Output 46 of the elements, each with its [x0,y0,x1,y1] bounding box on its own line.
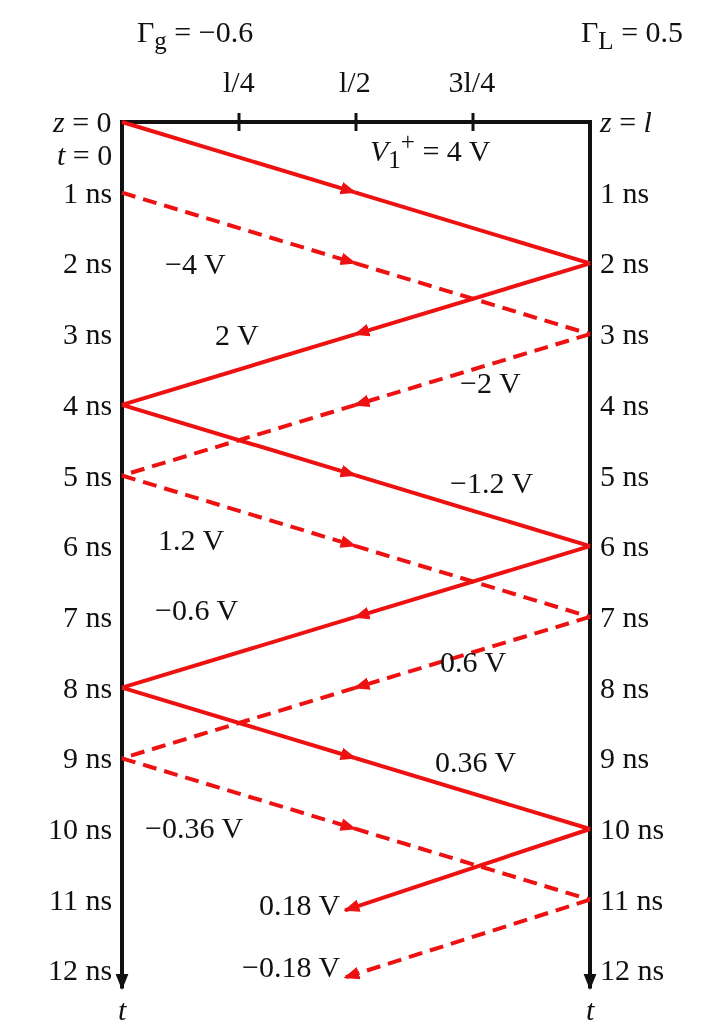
time-label: 8 ns [600,672,650,703]
reflection-coefficient: Γ$_{g}$ = −0.6 [137,17,254,53]
time-label: 7 ns [63,601,113,632]
voltage-label: 0.36 V [435,747,517,777]
time-label: 11 ns [49,884,113,915]
position-label: z = l [600,107,652,137]
voltage-label: 0.18 V [259,890,341,920]
voltage-label: −0.36 V [145,813,244,843]
reflection-coefficient: Γ$_{L}$ = 0.5 [581,17,684,53]
time-label: 5 ns [63,460,113,491]
time-label: 2 ns [600,248,650,279]
time-label: 12 ns [600,955,665,986]
time-label: 1 ns [63,177,113,208]
time-label: 10 ns [600,814,665,844]
time-label: 3 ns [600,319,650,350]
time-label: 11 ns [600,884,664,915]
time-label: 8 ns [63,672,113,703]
voltage-label: −4 V [165,249,226,279]
voltage-label: 1.2 V [158,525,225,555]
time-label: 6 ns [63,531,113,562]
time-label: 2 ns [63,248,113,279]
position-label: 3l/4 [448,67,496,97]
time-label: t = 0 [57,140,113,170]
position-label: l/4 [223,67,255,97]
position-label: l/2 [339,67,371,97]
voltage-label: 0.6 V [440,647,507,677]
voltage-label: −2 V [460,368,521,398]
time-label: 5 ns [600,460,650,491]
time-label: 3 ns [63,319,113,350]
voltage-label: 2 V [215,320,259,350]
position-label: z = 0 [53,107,112,137]
voltage-label: V$_{1}$$^{+}$ = 4 V [370,128,491,172]
time-label: 9 ns [600,743,650,774]
time-label: 10 ns [48,814,113,844]
time-label: 4 ns [600,389,650,420]
voltage-label: −0.6 V [155,595,239,625]
time-label: 1 ns [600,177,650,208]
time-label: 6 ns [600,531,650,562]
time-label: 12 ns [48,955,113,986]
axis-label: t [118,995,127,1025]
time-label: 7 ns [600,601,650,632]
axis-label: t [586,995,595,1025]
voltage-label: −1.2 V [450,468,534,498]
time-label: 4 ns [63,389,113,420]
time-label: 9 ns [63,743,113,774]
voltage-label: −0.18 V [242,952,341,982]
